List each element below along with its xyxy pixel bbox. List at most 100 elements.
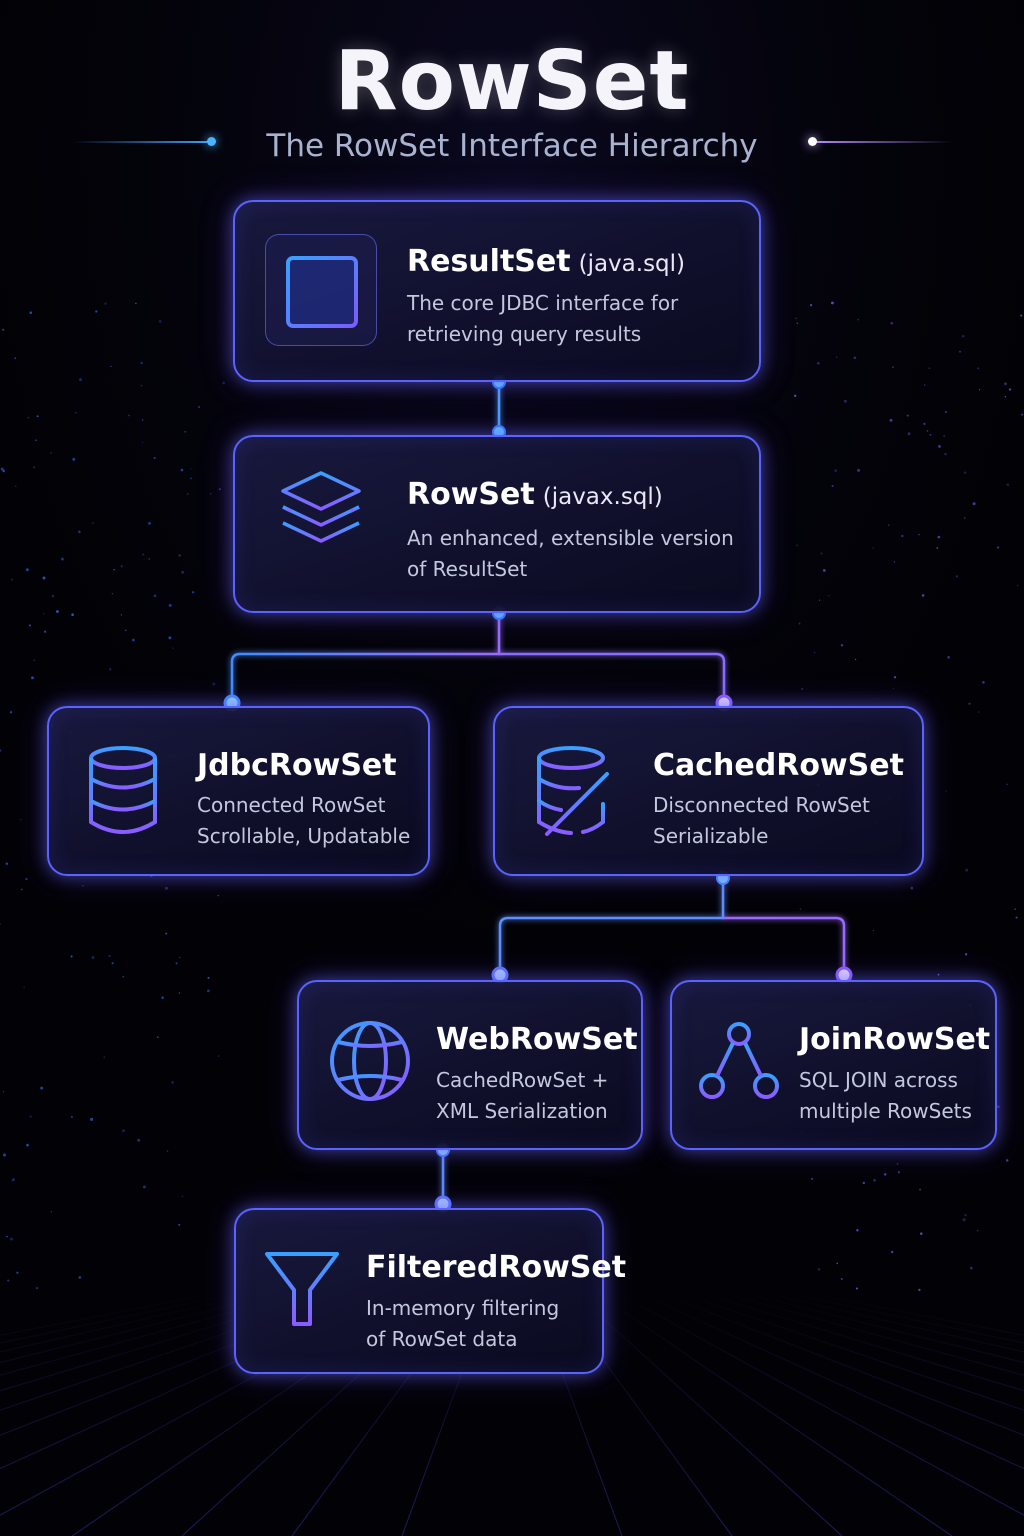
node-resultset[interactable]: ResultSet(java.sql) The core JDBC interf… (233, 200, 761, 382)
node-filteredrowset-description: In-memory filtering of RowSet data (366, 1293, 559, 1355)
background-dot (889, 418, 893, 422)
database-icon (87, 746, 159, 836)
background-dot (906, 414, 909, 417)
background-dot (140, 361, 143, 365)
background-dot (29, 311, 33, 314)
background-dot (796, 544, 798, 547)
background-dot (198, 406, 201, 409)
background-dot (0, 923, 1, 925)
background-dot (108, 955, 111, 958)
background-dot (968, 702, 971, 705)
background-dot (141, 419, 144, 421)
background-dot (14, 485, 17, 488)
background-dot (943, 435, 945, 437)
background-dot (937, 973, 940, 976)
node-cachedrowset[interactable]: CachedRowSet Disconnected RowSet Seriali… (493, 706, 924, 876)
background-dot (178, 554, 181, 557)
background-dot (910, 886, 914, 890)
background-dot (181, 570, 185, 574)
background-dot (809, 303, 813, 307)
background-dot (120, 565, 123, 568)
background-dot (920, 1232, 923, 1235)
background-dot (132, 638, 135, 642)
background-dot (997, 1105, 1000, 1108)
background-dot (945, 790, 947, 792)
description-line: The core JDBC interface for (407, 291, 679, 315)
node-webrowset[interactable]: WebRowSet CachedRowSet + XML Serializati… (297, 980, 643, 1150)
background-dot (855, 1287, 858, 1290)
background-dot (104, 302, 107, 305)
background-dot (836, 1262, 839, 1265)
background-dot (207, 976, 210, 979)
background-dot (110, 365, 112, 368)
background-dot (92, 522, 95, 525)
background-dot (156, 1036, 159, 1039)
node-webrowset-description: CachedRowSet + XML Serialization (436, 1065, 608, 1127)
background-dot (1020, 413, 1024, 416)
background-dot (161, 996, 164, 999)
background-dot (153, 594, 157, 598)
description-line: of ResultSet (407, 557, 528, 581)
background-dot (831, 301, 834, 305)
background-dot (12, 1178, 15, 1182)
background-dot (26, 1143, 29, 1147)
background-dot (928, 367, 931, 370)
title-decoration-dot-left (207, 137, 216, 146)
floor-grid-line (771, 1289, 1024, 1344)
node-jdbcrowset-description: Connected RowSet Scrollable, Updatable (197, 790, 410, 852)
node-filteredrowset-name: FilteredRowSet (366, 1250, 627, 1285)
node-joinrowset-name: JoinRowSet (799, 1022, 991, 1057)
background-dot (153, 456, 156, 460)
node-rowset-title: RowSet(javax.sql) (407, 477, 663, 512)
background-dot (190, 477, 192, 480)
background-dot (113, 568, 115, 571)
background-dot (810, 1177, 814, 1181)
background-dot (959, 350, 961, 353)
background-dot (982, 680, 985, 684)
background-dot (969, 1266, 973, 1270)
background-dot (14, 357, 17, 360)
floor-grid-line (751, 1289, 1024, 1353)
description-line: In-memory filtering (366, 1296, 560, 1320)
background-dot (907, 432, 911, 436)
background-dot (44, 630, 47, 633)
background-dot (175, 962, 178, 965)
floor-grid-line (671, 1289, 1024, 1411)
background-dot (901, 534, 904, 538)
background-dot (844, 399, 847, 403)
floor-grid-line (0, 1289, 253, 1344)
floor-grid-line (571, 1289, 843, 1536)
floor-grid-line (0, 1289, 353, 1411)
background-dot (180, 468, 184, 472)
node-filteredrowset[interactable]: FilteredRowSet In-memory filtering of Ro… (234, 1208, 626, 1374)
background-dot (976, 1229, 979, 1232)
background-dot (840, 644, 844, 647)
background-dot (10, 1237, 13, 1241)
background-dot (857, 318, 860, 321)
background-dot (91, 956, 95, 959)
description-line: CachedRowSet + (436, 1068, 609, 1092)
background-dot (1005, 1159, 1009, 1162)
node-jdbcrowset[interactable]: JdbcRowSet Connected RowSet Scrollable, … (47, 706, 430, 876)
background-dot (1006, 783, 1008, 785)
background-dot (181, 1195, 184, 1198)
background-dot (892, 687, 895, 689)
description-line: SQL JOIN across (799, 1068, 958, 1092)
background-dot (50, 1211, 52, 1213)
background-dot (936, 547, 939, 549)
background-dot (111, 962, 114, 965)
node-cachedrowset-description: Disconnected RowSet Serializable (653, 790, 870, 852)
background-dot (217, 894, 219, 897)
node-jdbcrowset-name: JdbcRowSet (197, 748, 397, 783)
floor-grid-line (591, 1289, 953, 1536)
background-dot (128, 414, 130, 417)
background-dot (33, 466, 35, 469)
background-dot (972, 502, 976, 506)
background-dot (997, 546, 1000, 549)
node-rowset[interactable]: RowSet(javax.sql) An enhanced, extensibl… (233, 435, 761, 613)
background-dot (1004, 395, 1007, 398)
background-dot (207, 989, 210, 993)
background-dot (872, 547, 875, 549)
node-joinrowset[interactable]: JoinRowSet SQL JOIN across multiple RowS… (670, 980, 997, 1150)
background-dot (184, 430, 187, 433)
